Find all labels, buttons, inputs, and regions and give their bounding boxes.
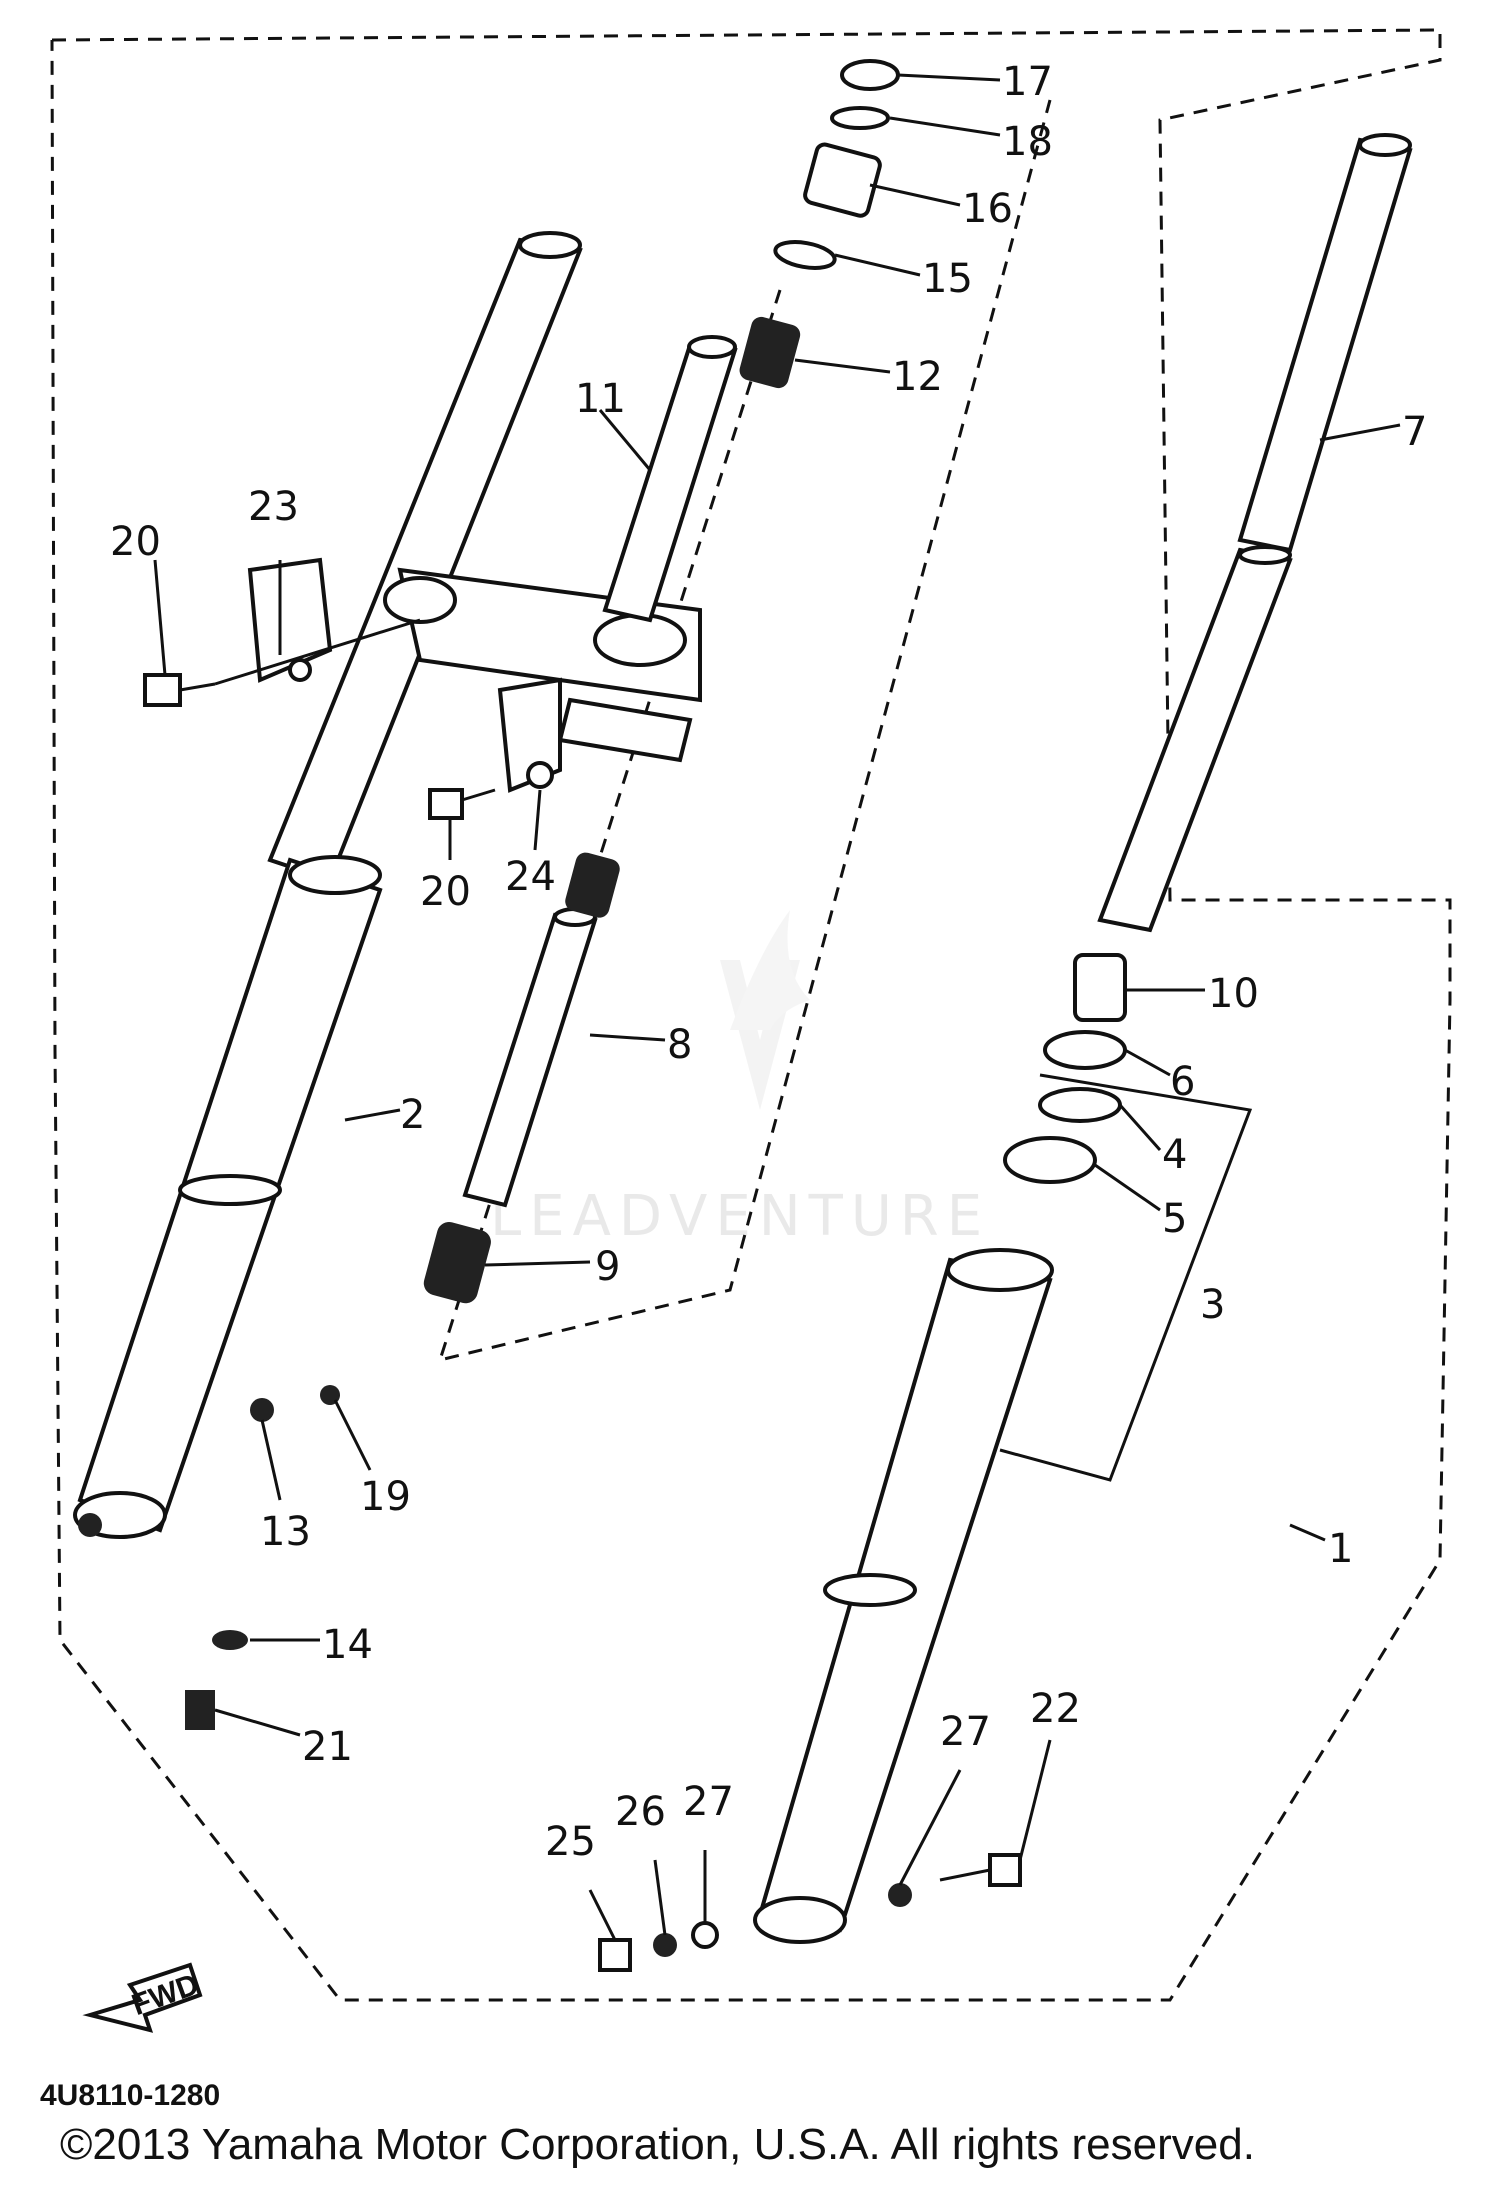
part-label-18: 18 bbox=[1002, 119, 1053, 165]
bracket-24 bbox=[497, 677, 562, 793]
part-label-27b: 27 bbox=[940, 1709, 991, 1755]
washer-27a bbox=[691, 1921, 719, 1949]
spring-12 bbox=[739, 316, 801, 389]
part-label-27a: 27 bbox=[683, 1779, 734, 1825]
watermark-logo bbox=[720, 910, 810, 1110]
part-label-1: 1 bbox=[1328, 1526, 1353, 1572]
part-label-5: 5 bbox=[1162, 1196, 1187, 1242]
bolt-20-lower bbox=[428, 788, 496, 820]
part-label-6: 6 bbox=[1170, 1059, 1195, 1105]
copyright-notice: ©2013 Yamaha Motor Corporation, U.S.A. A… bbox=[60, 2120, 1255, 2169]
damper-group-boundary bbox=[437, 99, 1052, 1363]
watermark-text: LEADVENTURE bbox=[490, 1184, 990, 1249]
part-labels: 17 18 16 15 12 11 7 10 6 4 5 3 1 8 2 9 1… bbox=[110, 59, 1427, 1865]
part-label-16: 16 bbox=[962, 186, 1013, 232]
part-label-11: 11 bbox=[575, 376, 626, 422]
drawing-code: 4U8110-1280 bbox=[40, 2079, 220, 2112]
part-label-20-upper: 20 bbox=[110, 519, 161, 565]
part-label-2: 2 bbox=[400, 1092, 425, 1138]
part-label-3: 3 bbox=[1200, 1282, 1225, 1328]
seal-6 bbox=[1043, 1030, 1127, 1070]
part-label-19: 19 bbox=[360, 1474, 411, 1520]
part-label-15: 15 bbox=[922, 256, 973, 302]
part-label-21: 21 bbox=[302, 1724, 353, 1770]
washer-13 bbox=[250, 1398, 274, 1422]
nut-25 bbox=[598, 1938, 632, 1972]
damper-rod bbox=[462, 907, 598, 1208]
left-fork-outer-tube bbox=[73, 231, 583, 1539]
bracket-23 bbox=[247, 557, 333, 683]
spring-small bbox=[565, 852, 620, 918]
cap-17 bbox=[840, 59, 900, 91]
part-label-10: 10 bbox=[1208, 971, 1259, 1017]
part-label-14: 14 bbox=[322, 1622, 373, 1668]
washer-27b bbox=[888, 1883, 912, 1907]
part-label-20-lower: 20 bbox=[420, 869, 471, 915]
part-label-24: 24 bbox=[505, 854, 556, 900]
part-label-17: 17 bbox=[1002, 59, 1053, 105]
part-label-22: 22 bbox=[1030, 1686, 1081, 1732]
bushing-10 bbox=[1073, 953, 1127, 1022]
washer-14 bbox=[212, 1630, 248, 1650]
ring-18 bbox=[830, 106, 890, 130]
leader-lines bbox=[153, 73, 1401, 1941]
clip-4 bbox=[1038, 1087, 1122, 1123]
bracket-group-3 bbox=[999, 1073, 1253, 1482]
washer-26 bbox=[653, 1933, 677, 1957]
assembly-boundary-left bbox=[50, 28, 1452, 2002]
right-fork-inner-tube bbox=[1097, 133, 1413, 933]
steering-stem bbox=[602, 335, 738, 623]
part-label-23: 23 bbox=[248, 484, 299, 530]
part-label-12: 12 bbox=[892, 354, 943, 400]
bolt-22 bbox=[939, 1853, 1022, 1887]
bolt-20-upper bbox=[143, 618, 421, 707]
part-label-25: 25 bbox=[545, 1819, 596, 1865]
part-label-8: 8 bbox=[667, 1022, 692, 1068]
cap-16 bbox=[803, 142, 882, 218]
part-label-7: 7 bbox=[1402, 409, 1427, 455]
part-label-9: 9 bbox=[595, 1244, 620, 1290]
fwd-arrow-icon: FWD bbox=[82, 1962, 203, 2033]
spring-9 bbox=[423, 1221, 491, 1304]
seal-5 bbox=[1003, 1136, 1097, 1184]
washer-15 bbox=[773, 240, 837, 270]
bolt-21 bbox=[185, 1690, 215, 1730]
part-label-26: 26 bbox=[615, 1789, 666, 1835]
part-label-4: 4 bbox=[1162, 1132, 1187, 1178]
right-fork-outer-tube bbox=[753, 1248, 1054, 1944]
part-label-13: 13 bbox=[260, 1509, 311, 1555]
